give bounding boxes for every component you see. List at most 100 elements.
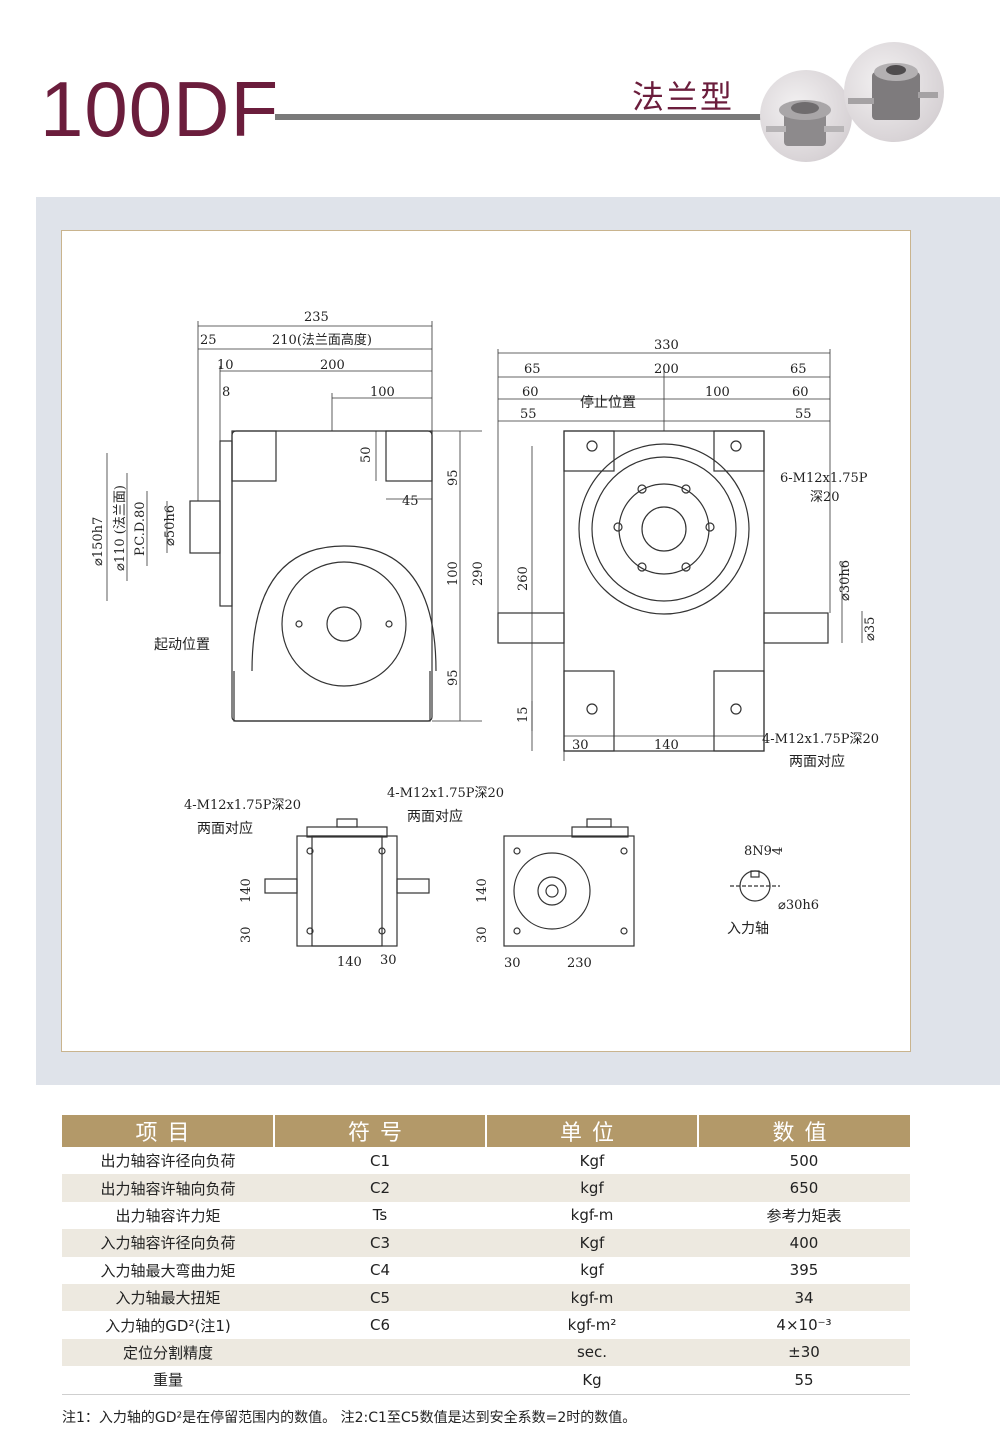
holes-depth-label: 深20 [810, 490, 840, 505]
dim-330: 330 [654, 338, 679, 353]
header-unit: 单位 [486, 1115, 699, 1147]
dim-235: 235 [304, 310, 329, 325]
front-view-drawing [497, 430, 829, 752]
dim-140-bl-horizontal: 140 [337, 955, 362, 970]
row-symbol: C3 [274, 1229, 486, 1257]
dim-60-right: 60 [792, 385, 809, 400]
technical-drawing: 235 210(法兰面高度) 25 10 200 8 100 50 45 95 … [61, 230, 911, 1052]
both-sides-bottom-middle: 两面对应 [407, 808, 463, 825]
bolt-note-front: 4-M12x1.75P深20 [762, 732, 879, 747]
title-rule [275, 114, 770, 120]
indexer-photo-icon [848, 63, 938, 120]
bottom-view-left-drawing [264, 818, 430, 947]
start-position-label: 起动位置 [154, 637, 210, 653]
row-item: 入力轴的GD²(注1) [105, 1316, 231, 1335]
dim-230-bm-horizontal: 230 [567, 956, 592, 971]
row-value: 650 [698, 1174, 910, 1202]
table-row: 入力轴最大弯曲力矩 C4 kgf 395 [62, 1257, 910, 1284]
dim-phi150: ⌀150h7 [91, 517, 106, 566]
input-shaft-detail [730, 870, 780, 902]
key-depth-label: 4 [771, 847, 786, 855]
row-value: 500 [789, 1151, 819, 1170]
bolt-note-bottom-middle: 4-M12x1.75P深20 [387, 786, 504, 801]
dim-pcd: P.C.D.80 [133, 502, 148, 557]
dim-100: 100 [370, 385, 395, 400]
row-symbol: C1 [369, 1151, 391, 1170]
dim-30-bl-horizontal: 30 [380, 953, 397, 968]
row-unit: kgf-m [570, 1206, 614, 1225]
dim-30-front: 30 [572, 738, 589, 753]
dim-30-bl-vertical: 30 [239, 926, 254, 943]
row-value: 400 [698, 1229, 910, 1257]
header-item: 项目 [62, 1115, 275, 1147]
dim-200-right: 200 [654, 362, 679, 377]
row-item: 入力轴最大扭矩 [62, 1283, 274, 1312]
type-label: 法兰型 [632, 78, 735, 116]
dim-30-bm-vertical: 30 [475, 926, 490, 943]
row-unit: Kg [486, 1366, 698, 1395]
product-photos [758, 42, 948, 162]
dim-15: 15 [516, 706, 531, 723]
dim-60-left: 60 [522, 385, 539, 400]
product-photo-2 [844, 42, 944, 142]
dim-8: 8 [222, 385, 230, 400]
table-row: 重量 Kg 55 [62, 1366, 910, 1395]
holes-label: 6-M12x1.75P [780, 471, 868, 486]
row-unit: sec. [486, 1338, 698, 1367]
table-row: 出力轴容许径向负荷 C1 Kgf 500 [62, 1147, 910, 1174]
row-unit: kgf-m [486, 1283, 698, 1312]
dim-140-front: 140 [654, 738, 679, 753]
dim-200: 200 [320, 358, 345, 373]
dim-25: 25 [200, 333, 217, 348]
input-shaft-label: 入力轴 [727, 921, 769, 937]
row-item: 定位分割精度 [62, 1338, 274, 1367]
model-title: 100DF [40, 65, 280, 153]
row-value: ±30 [698, 1338, 910, 1367]
dim-140-bm-vertical: 140 [475, 878, 490, 903]
table-row: 定位分割精度 sec. ±30 [62, 1338, 910, 1367]
dim-45: 45 [402, 494, 419, 509]
table-row: 出力轴容许力矩 Ts kgf-m 参考力矩表 [62, 1202, 910, 1229]
row-symbol: C6 [369, 1316, 391, 1335]
table-row: 入力轴的GD²(注1) C6 kgf-m² 4×10⁻³ [62, 1311, 910, 1338]
dim-290: 290 [471, 561, 486, 586]
dim-phi30: ⌀30h6 [838, 560, 853, 601]
table-row: 入力轴最大扭矩 C5 kgf-m 34 [62, 1283, 910, 1312]
product-photo-1 [760, 70, 852, 162]
dim-260: 260 [516, 566, 531, 591]
dim-55-left: 55 [520, 407, 537, 422]
row-value: 4×10⁻³ [776, 1316, 832, 1335]
row-symbol: C4 [369, 1261, 391, 1280]
row-item: 出力轴容许轴向负荷 [62, 1174, 274, 1202]
both-sides-front: 两面对应 [789, 753, 845, 770]
table-row: 入力轴容许径向负荷 C3 Kgf 400 [62, 1229, 910, 1257]
dimension-drawing-svg: 235 210(法兰面高度) 25 10 200 8 100 50 45 95 … [91, 310, 879, 971]
row-unit: Kgf [579, 1151, 605, 1170]
bottom-view-middle-drawing [503, 818, 635, 947]
key-width-label: 8N9 [744, 844, 772, 859]
dim-100-vertical: 100 [446, 561, 461, 586]
row-symbol: C2 [274, 1174, 486, 1202]
shaft-diameter-label: ⌀30h6 [778, 898, 819, 913]
side-view-drawing [189, 430, 437, 722]
row-symbol: C5 [274, 1283, 486, 1312]
dim-95-top: 95 [446, 469, 461, 486]
row-value: 参考力矩表 [766, 1206, 842, 1225]
row-symbol [274, 1338, 486, 1367]
header-value: 数值 [698, 1115, 910, 1147]
specification-table: 项目 符号 单位 数值 出力轴容许径向负荷 C1 Kgf 500 出力轴容许轴向… [62, 1115, 910, 1395]
row-unit: Kgf [486, 1229, 698, 1257]
row-symbol: Ts [372, 1206, 388, 1225]
dim-phi35: ⌀35 [863, 617, 878, 641]
dim-65-left: 65 [524, 362, 541, 377]
row-value: 55 [698, 1366, 910, 1395]
dim-100-right: 100 [705, 385, 730, 400]
dim-55-right: 55 [795, 407, 812, 422]
dim-140-bl-vertical: 140 [239, 878, 254, 903]
row-value: 34 [698, 1283, 910, 1312]
footnote: 注1：入力轴的GD²是在停留范围内的数值。 注2:C1至C5数值是达到安全系数=… [62, 1410, 637, 1426]
dim-65-right: 65 [790, 362, 807, 377]
dim-210: 210(法兰面高度) [272, 332, 372, 348]
indexer-photo-icon [766, 100, 844, 146]
row-value: 395 [789, 1261, 819, 1280]
